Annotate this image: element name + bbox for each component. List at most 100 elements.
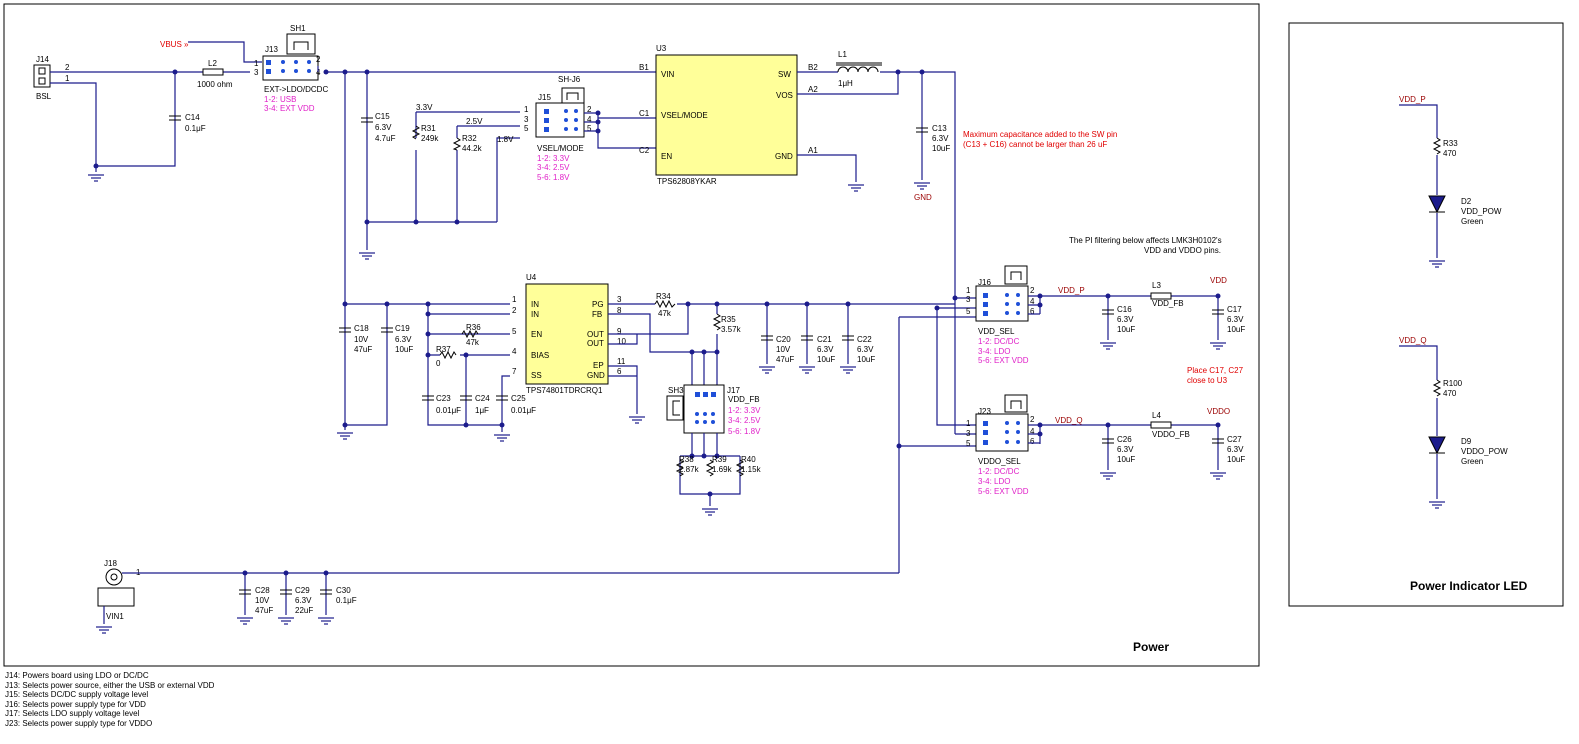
svg-text:0.01μF: 0.01μF <box>511 406 536 415</box>
svg-text:R34: R34 <box>656 292 671 301</box>
svg-text:L2: L2 <box>208 59 217 68</box>
vbus-net: VBUS <box>160 40 182 49</box>
svg-text:2: 2 <box>512 306 517 315</box>
svg-text:VSEL/MODE: VSEL/MODE <box>661 111 708 120</box>
svg-text:4: 4 <box>1030 297 1035 306</box>
svg-text:3: 3 <box>617 295 622 304</box>
svg-text:1: 1 <box>966 419 971 428</box>
svg-text:C2: C2 <box>639 146 650 155</box>
svg-text:6.3V: 6.3V <box>817 345 834 354</box>
svg-text:6: 6 <box>1030 437 1035 446</box>
svg-text:B1: B1 <box>639 63 649 72</box>
svg-text:2: 2 <box>1030 415 1035 424</box>
svg-text:C28: C28 <box>255 586 270 595</box>
svg-text:5: 5 <box>966 439 971 448</box>
svg-text:C30: C30 <box>336 586 351 595</box>
placement-note: Place C17, C27 <box>1187 366 1244 375</box>
svg-text:VIN: VIN <box>661 70 675 79</box>
svg-text:0.1μF: 0.1μF <box>185 124 206 133</box>
svg-text:C15: C15 <box>375 112 390 121</box>
svg-text:4: 4 <box>512 347 517 356</box>
svg-text:11: 11 <box>617 357 626 366</box>
svg-text:VDD and VDDO pins.: VDD and VDDO pins. <box>1144 246 1221 255</box>
j17-header: SH3 J17 VDD_FB 1-2: 3.3V 3-4: 2.5V 5-6: … <box>666 384 761 436</box>
svg-text:J14: J14 <box>36 55 49 64</box>
note-line: J23: Selects power supply type for VDDO <box>5 718 153 728</box>
svg-text:4.7uF: 4.7uF <box>375 134 396 143</box>
svg-text:VSEL/MODE: VSEL/MODE <box>537 144 584 153</box>
svg-text:R38: R38 <box>679 455 694 464</box>
svg-text:1.8V: 1.8V <box>497 135 514 144</box>
pi-filter-note: The PI filtering below affects LMK3H0102… <box>1069 236 1222 245</box>
svg-text:R32: R32 <box>462 134 477 143</box>
svg-text:10uF: 10uF <box>817 355 835 364</box>
svg-text:TPS62808YKAR: TPS62808YKAR <box>657 177 717 186</box>
svg-text:3: 3 <box>966 429 971 438</box>
note-line: J14: Powers board using LDO or DC/DC <box>5 671 149 680</box>
svg-text:470: 470 <box>1443 389 1457 398</box>
svg-text:IN: IN <box>531 300 539 309</box>
svg-text:D2: D2 <box>1461 197 1472 206</box>
note-line: J15: Selects DC/DC supply voltage level <box>5 690 149 700</box>
svg-text:GND: GND <box>587 371 605 380</box>
led-panel-frame <box>1288 22 1564 607</box>
svg-text:6.3V: 6.3V <box>932 134 949 143</box>
svg-text:VDDO_POW: VDDO_POW <box>1461 447 1508 456</box>
svg-text:5: 5 <box>966 307 971 316</box>
svg-text:VDD_SEL: VDD_SEL <box>978 327 1015 336</box>
l2-ferrite: L2 1000 ohm <box>197 59 233 89</box>
svg-text:3-4: EXT VDD: 3-4: EXT VDD <box>264 104 315 113</box>
svg-text:1: 1 <box>254 59 259 68</box>
note-line: J16: Selects power supply type for VDD <box>5 699 146 709</box>
svg-text:IN: IN <box>531 310 539 319</box>
svg-text:L1: L1 <box>838 50 847 59</box>
svg-text:1μF: 1μF <box>475 406 489 415</box>
j15-header: 135 245 J15 SH-J6 VSEL/MODE 1-2: 3.3V 3-… <box>524 75 592 182</box>
svg-text:0.1μF: 0.1μF <box>336 596 357 605</box>
svg-text:7: 7 <box>512 367 517 376</box>
svg-text:5-6: 1.8V: 5-6: 1.8V <box>537 173 570 182</box>
svg-text:3-4: 2.5V: 3-4: 2.5V <box>537 163 570 172</box>
svg-text:VDDO_FB: VDDO_FB <box>1152 430 1190 439</box>
svg-text:3.3V: 3.3V <box>416 103 433 112</box>
svg-text:OUT: OUT <box>587 339 604 348</box>
svg-text:U3: U3 <box>656 44 667 53</box>
svg-text:C25: C25 <box>511 394 526 403</box>
svg-text:6: 6 <box>1030 307 1035 316</box>
svg-text:4: 4 <box>587 115 592 124</box>
svg-text:EP: EP <box>593 361 604 370</box>
svg-text:C18: C18 <box>354 324 369 333</box>
svg-text:D9: D9 <box>1461 437 1472 446</box>
svg-text:J16: J16 <box>978 278 991 287</box>
svg-text:C16: C16 <box>1117 305 1132 314</box>
svg-text:VDD_P: VDD_P <box>1399 95 1426 104</box>
svg-text:10uF: 10uF <box>1117 325 1135 334</box>
svg-text:VDDO_SEL: VDDO_SEL <box>978 457 1021 466</box>
svg-text:47uF: 47uF <box>255 606 273 615</box>
svg-text:47k: 47k <box>466 338 480 347</box>
svg-text:2: 2 <box>587 105 592 114</box>
svg-text:GND: GND <box>775 152 793 161</box>
svg-text:EN: EN <box>531 330 542 339</box>
j14-connector: J14 BSL 21 <box>33 55 70 101</box>
svg-text:0.01μF: 0.01μF <box>436 406 461 415</box>
svg-text:470: 470 <box>1443 149 1457 158</box>
svg-text:J18: J18 <box>104 559 117 568</box>
svg-text:249k: 249k <box>421 134 439 143</box>
svg-text:»: » <box>184 40 189 49</box>
j16-header: 135 246 J16 VDD_SEL 1-2: DC/DC 3-4: LDO … <box>966 265 1035 365</box>
svg-text:3-4: 2.5V: 3-4: 2.5V <box>728 416 761 425</box>
svg-text:Green: Green <box>1461 457 1483 466</box>
svg-text:VDD_Q: VDD_Q <box>1055 416 1083 425</box>
svg-text:4: 4 <box>1030 427 1035 436</box>
svg-text:SS: SS <box>531 371 542 380</box>
svg-text:6.3V: 6.3V <box>857 345 874 354</box>
svg-text:VDDO: VDDO <box>1207 407 1230 416</box>
svg-text:A2: A2 <box>808 85 818 94</box>
svg-text:9: 9 <box>617 327 622 336</box>
svg-text:4: 4 <box>316 68 321 77</box>
svg-text:3-4: LDO: 3-4: LDO <box>978 347 1010 356</box>
svg-text:6.3V: 6.3V <box>1117 315 1134 324</box>
svg-text:B2: B2 <box>808 63 818 72</box>
